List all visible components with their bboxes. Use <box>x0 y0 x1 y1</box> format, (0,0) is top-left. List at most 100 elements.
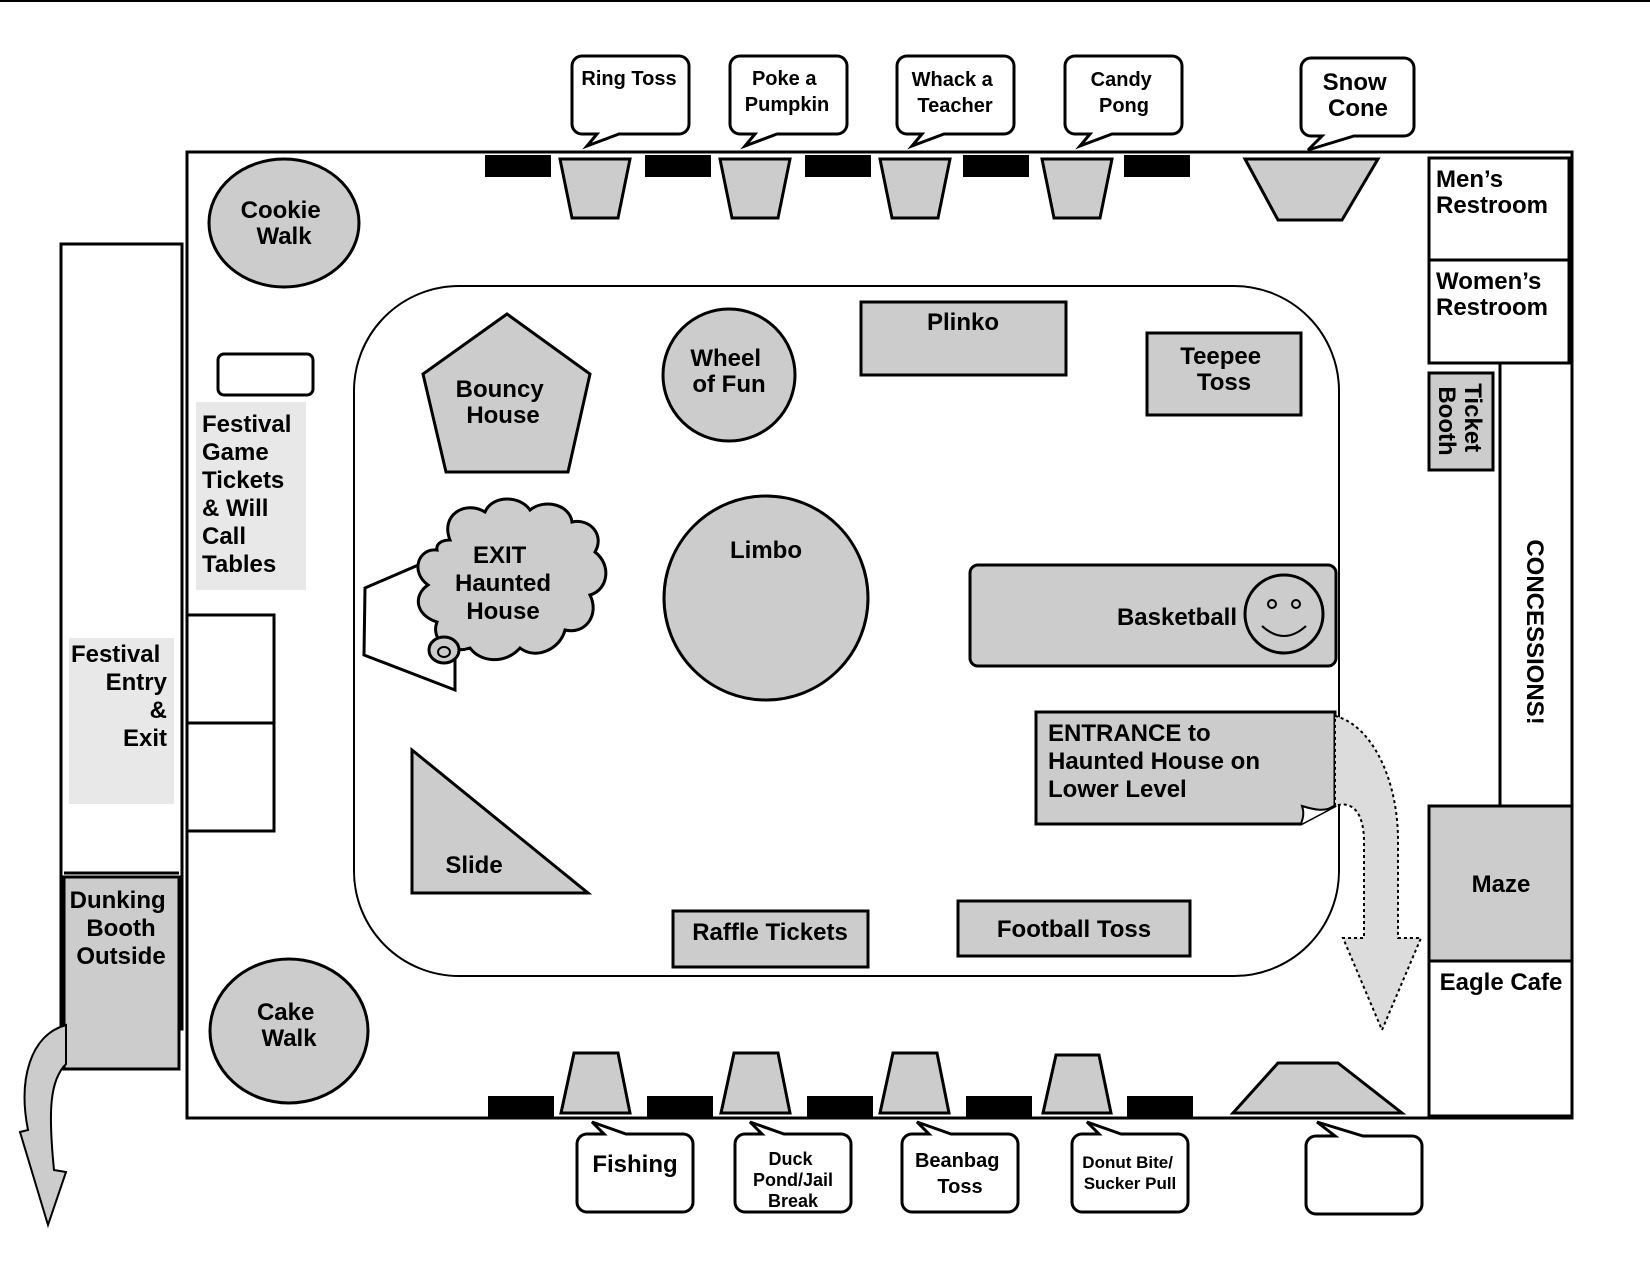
womens-restroom <box>1427 258 1571 365</box>
label-line: Outside <box>76 943 165 970</box>
label-line: Break <box>768 1191 819 1211</box>
cookie-walk-circle <box>207 157 361 289</box>
callout-fishing <box>575 1120 695 1214</box>
cake-walk-circle <box>208 957 370 1105</box>
maze-label: Maze <box>1472 871 1531 898</box>
raffle-tickets-label: Raffle Tickets <box>692 919 848 946</box>
womens-restroom-label: Women’s Restroom <box>1436 268 1548 321</box>
callout-candy-pong <box>1063 54 1184 150</box>
wheel-of-fun-label: Wheel of Fun <box>690 345 767 398</box>
fishing-label: Fishing <box>592 1151 677 1178</box>
mens-restroom <box>1427 156 1571 262</box>
cloud-puff-tiny <box>437 646 451 658</box>
plinko-label: Plinko <box>927 309 999 336</box>
label-line: & Will <box>202 495 268 522</box>
basketball-court <box>968 563 1338 668</box>
label-line: Lower Level <box>1048 776 1187 803</box>
note-curl <box>1300 804 1336 825</box>
ticket-booth <box>1427 371 1495 472</box>
snow-cone-label: Snow Cone <box>1323 69 1394 122</box>
label-line: House <box>466 402 539 429</box>
callout-empty <box>1304 1120 1424 1216</box>
smiley-mouth <box>1261 625 1307 637</box>
basketball-label: Basketball <box>1117 604 1237 631</box>
label-line: Walk <box>261 1025 317 1052</box>
bottom-table-block <box>966 1096 1032 1118</box>
label-line: Cone <box>1328 95 1388 122</box>
candy-pong-label: Candy Pong <box>1091 69 1158 117</box>
label-line: Call <box>202 523 246 550</box>
eagle-cafe-label: Eagle Cafe <box>1440 969 1563 996</box>
snow-cone-booth-trapezoid <box>1242 157 1381 222</box>
bottom-right-booth-trapezoid <box>1229 1061 1407 1115</box>
smiley-eye-left <box>1267 599 1277 609</box>
callout-ring-toss <box>570 54 691 150</box>
beanbag-toss-label: Beanbag Toss <box>915 1150 1005 1198</box>
smiley-eye-right <box>1291 599 1301 609</box>
top-table-block <box>805 155 871 177</box>
poke-a-pumpkin-label: Poke a Pumpkin <box>745 68 829 116</box>
top-booth-callouts: Ring Toss Poke a Pumpkin Whack a Teacher… <box>570 54 1416 152</box>
entry-exit-curved-arrow <box>18 1023 68 1229</box>
ticket-booth-label: Ticket Booth <box>1433 383 1486 459</box>
teepee-toss-table <box>1145 331 1303 417</box>
bottom-table-block <box>647 1096 713 1118</box>
top-booth-trapezoid <box>1040 157 1114 220</box>
slide-triangle <box>410 746 593 895</box>
bottom-booth-tables <box>488 1051 1407 1118</box>
entry-label-panel <box>69 638 174 804</box>
dunking-booth-area <box>62 875 181 1071</box>
label-line: House <box>466 598 539 625</box>
plinko-table <box>859 300 1068 377</box>
tickets-label-panel <box>196 402 306 590</box>
teepee-toss-label: Teepee Toss <box>1180 343 1268 396</box>
top-booth-trapezoid <box>878 157 952 220</box>
bottom-booth-trapezoid <box>1041 1053 1113 1115</box>
will-call-table-2 <box>185 721 276 833</box>
label-line: Pumpkin <box>745 94 829 116</box>
cake-walk-label: Cake Walk <box>257 999 321 1052</box>
label-line: Entry <box>106 669 168 696</box>
label-line: Tickets <box>202 467 284 494</box>
bottom-booth-trapezoid <box>878 1051 951 1115</box>
raffle-tickets-table <box>671 909 870 969</box>
label-line: Toss <box>937 1176 982 1198</box>
label-line: Toss <box>1197 369 1251 396</box>
top-booth-trapezoid <box>558 157 632 220</box>
bottom-table-block <box>488 1096 554 1118</box>
callout-beanbag-toss <box>900 1120 1020 1214</box>
inner-game-area <box>353 285 1340 977</box>
label-line: Walk <box>256 223 312 250</box>
callout-donut-bite <box>1070 1120 1190 1214</box>
label-line: Booth <box>86 915 155 942</box>
label-line: of Fun <box>692 371 765 398</box>
label-line: Sucker Pull <box>1084 1174 1177 1193</box>
bottom-booth-trapezoid <box>719 1051 792 1115</box>
slide-label: Slide <box>445 852 502 879</box>
callout-duck-pond <box>733 1120 853 1214</box>
haunted-house-entrance-arrow <box>1334 714 1423 1033</box>
limbo-circle <box>662 494 870 702</box>
limbo-label: Limbo <box>730 537 802 564</box>
label-line: Game <box>202 439 269 466</box>
label-line: Booth <box>1433 386 1460 455</box>
callout-snow-cone <box>1299 56 1416 152</box>
top-table-block <box>645 155 711 177</box>
wheel-of-fun-circle <box>661 307 797 443</box>
bottom-booth-trapezoid <box>559 1051 632 1115</box>
label-line: Pond/Jail <box>753 1170 833 1190</box>
bottom-table-block <box>1127 1096 1193 1118</box>
callout-whack-a-teacher <box>895 54 1016 150</box>
whack-a-teacher-label: Whack a Teacher <box>912 69 999 117</box>
label-line: Restroom <box>1436 192 1548 219</box>
eagle-cafe-area <box>1427 959 1574 1118</box>
cookie-walk-label: Cookie Walk <box>241 197 328 250</box>
label-line: Restroom <box>1436 294 1548 321</box>
